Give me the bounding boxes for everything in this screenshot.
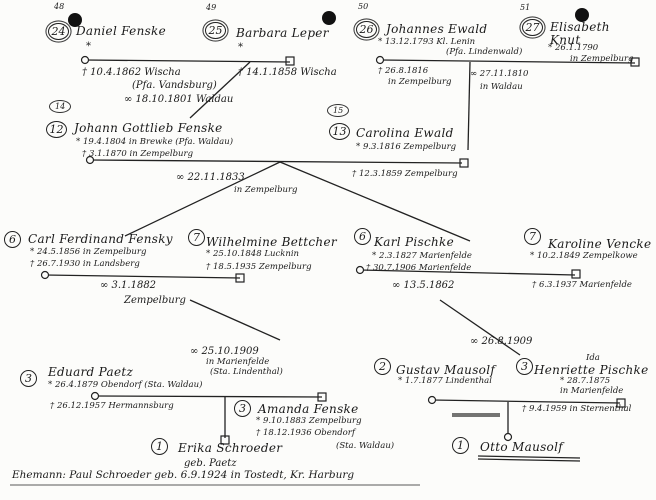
birth-date: * 26.1.1790 — [548, 43, 599, 53]
person-number: 27 — [522, 19, 543, 36]
marriage-date: ∞ 25.10.1909 — [190, 346, 259, 357]
first-name-note: Ida — [586, 353, 600, 363]
person-name: Gustav Mausolf — [396, 363, 496, 377]
punch-hole-1 — [68, 13, 82, 27]
death-place: in Zempelburg — [388, 77, 452, 87]
person-number: 6 — [354, 228, 371, 245]
person-name: Johann Gottlieb Fenske — [74, 121, 223, 135]
person-number: 7 — [524, 228, 541, 245]
birth-marker: * — [238, 42, 243, 53]
death-date: † 18.12.1936 Obendorf — [256, 428, 356, 438]
spouse-note: Ehemann: Paul Schroeder geb. 6.9.1924 in… — [12, 469, 355, 481]
parish-note: (Pfa. Vandsburg) — [132, 80, 217, 91]
person-name: Barbara Leper — [236, 26, 329, 40]
person-number: 25 — [205, 22, 226, 39]
person-number: 3 — [20, 370, 37, 387]
marriage-date: ∞ 13.5.1862 — [392, 280, 455, 291]
birth-date: * 28.7.1875 — [560, 376, 611, 386]
person-number: 3 — [234, 400, 251, 417]
person-name: Karoline Vencke — [548, 237, 652, 251]
person-number: 1 — [151, 438, 168, 455]
person-number-top: 14 — [49, 100, 72, 113]
person-name: Henriette Pischke — [534, 363, 649, 377]
person-number: 6 — [4, 231, 21, 248]
death-date: † 30.7.1906 Marienfelde — [366, 263, 472, 273]
marriage-extra: (Sta. Lindenthal) — [210, 367, 283, 377]
person-number-top: 15 — [327, 104, 350, 117]
maiden-name: geb. Paetz — [184, 458, 237, 469]
marriage-date: ∞ 18.10.1801 Waldau — [124, 94, 234, 105]
person-number-top: 50 — [358, 2, 369, 11]
marriage-place: in Marienfelde — [206, 357, 270, 367]
death-date: † 6.3.1937 Marienfelde — [532, 280, 632, 290]
birth-place: in Marienfelde — [560, 386, 624, 396]
person-name: Johannes Ewald — [386, 22, 488, 36]
person-number: 3 — [516, 358, 533, 375]
death-date: † 26.7.1930 in Landsberg — [30, 259, 140, 269]
marriage-place: in Waldau — [480, 82, 523, 92]
birth-date: * 10.2.1849 Zempelkowe — [530, 251, 638, 261]
person-number-top: 48 — [54, 2, 65, 11]
person-number: 2 — [374, 358, 391, 375]
marriage-date: ∞ 22.11.1833 — [176, 172, 245, 183]
person-number: 26 — [356, 21, 377, 38]
person-name: Karl Pischke — [374, 235, 455, 249]
marriage-place: in Zempelburg — [234, 185, 298, 195]
punch-hole-2 — [322, 11, 336, 25]
birth-date: * 9.3.1816 Zempelburg — [356, 142, 457, 152]
person-name: Otto Mausolf — [480, 440, 563, 454]
birth-place: in Zempelburg — [570, 54, 634, 64]
death-date: † 26.12.1957 Hermannsburg — [50, 401, 174, 411]
person-number: 24 — [48, 23, 69, 40]
death-date: † 14.1.1858 Wischa — [238, 67, 337, 78]
person-name: Wilhelmine Bettcher — [206, 235, 337, 249]
person-number-top: 49 — [206, 3, 217, 12]
punch-hole-3 — [575, 8, 589, 22]
marriage-place: Zempelburg — [124, 295, 186, 306]
birth-date: * 19.4.1804 in Brewke (Pfa. Waldau) — [76, 137, 234, 147]
death-date: † 26.8.1816 — [378, 66, 429, 76]
person-number: 12 — [46, 121, 67, 138]
birth-marker: * — [86, 41, 91, 52]
birth-date: * 25.10.1848 Lucknin — [206, 249, 300, 259]
person-number: 7 — [188, 229, 205, 246]
parish-note: (Sta. Waldau) — [336, 441, 395, 451]
person-name: Elisabeth Knut — [550, 20, 610, 48]
death-date: † 10.4.1862 Wischa — [82, 67, 181, 78]
marriage-date: ∞ 26.8.1909 — [470, 336, 533, 347]
person-number: 1 — [452, 437, 469, 454]
birth-date: * 1.7.1877 Lindenthal — [398, 376, 492, 386]
person-name: Eduard Paetz — [48, 365, 134, 379]
marriage-date: ∞ 27.11.1810 — [470, 69, 529, 79]
death-date: † 12.3.1859 Zempelburg — [352, 169, 458, 179]
person-number: 13 — [329, 123, 350, 140]
person-name: Carl Ferdinand Fensky — [28, 232, 173, 246]
birth-date: * 26.4.1879 Obendorf (Sta. Waldau) — [48, 380, 203, 390]
person-name: Amanda Fenske — [258, 402, 359, 416]
birth-date: * 2.3.1827 Marienfelde — [372, 251, 472, 261]
person-name: Erika Schroeder — [178, 441, 283, 455]
person-name: Daniel Fenske — [76, 24, 167, 38]
birth-date: * 13.12.1793 Kl. Lenin — [378, 37, 476, 47]
marriage-date: ∞ 3.1.1882 — [100, 280, 157, 291]
person-number-top: 51 — [520, 3, 531, 12]
death-date: † 18.5.1935 Zempelburg — [206, 262, 312, 272]
death-date: † 9.4.1959 in Sternenthal — [522, 404, 632, 414]
birth-date: * 9.10.1883 Zempelburg — [256, 416, 362, 426]
birth-date: * 24.5.1856 in Zempelburg — [30, 247, 147, 257]
person-name: Carolina Ewald — [356, 126, 454, 140]
parish-note: (Pfa. Lindenwald) — [446, 47, 523, 57]
death-date: † 3.1.1870 in Zempelburg — [82, 149, 194, 159]
